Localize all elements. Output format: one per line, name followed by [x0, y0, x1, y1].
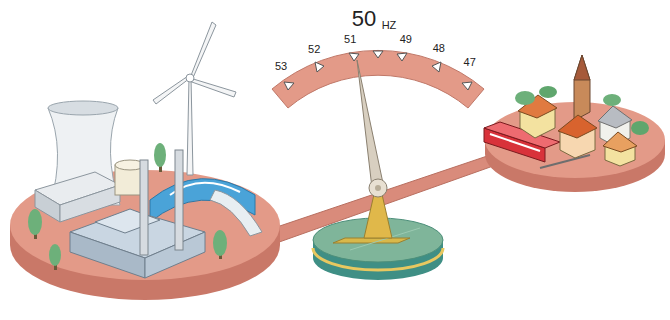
frequency-value: 50 — [352, 8, 376, 30]
frequency-unit: HZ — [382, 20, 397, 31]
scale-number: 53 — [275, 60, 287, 71]
town-island — [484, 55, 665, 192]
power-plant-island — [10, 22, 280, 300]
scale-number: 47 — [464, 57, 476, 68]
scale-number: 49 — [400, 34, 412, 45]
scale-number: 48 — [433, 42, 445, 53]
power-line — [262, 150, 510, 246]
gauge-needle — [357, 60, 387, 197]
scale-number: 51 — [344, 34, 356, 45]
scale-number: 52 — [308, 43, 320, 54]
frequency-scale — [272, 50, 484, 108]
gauge-base — [313, 190, 443, 280]
